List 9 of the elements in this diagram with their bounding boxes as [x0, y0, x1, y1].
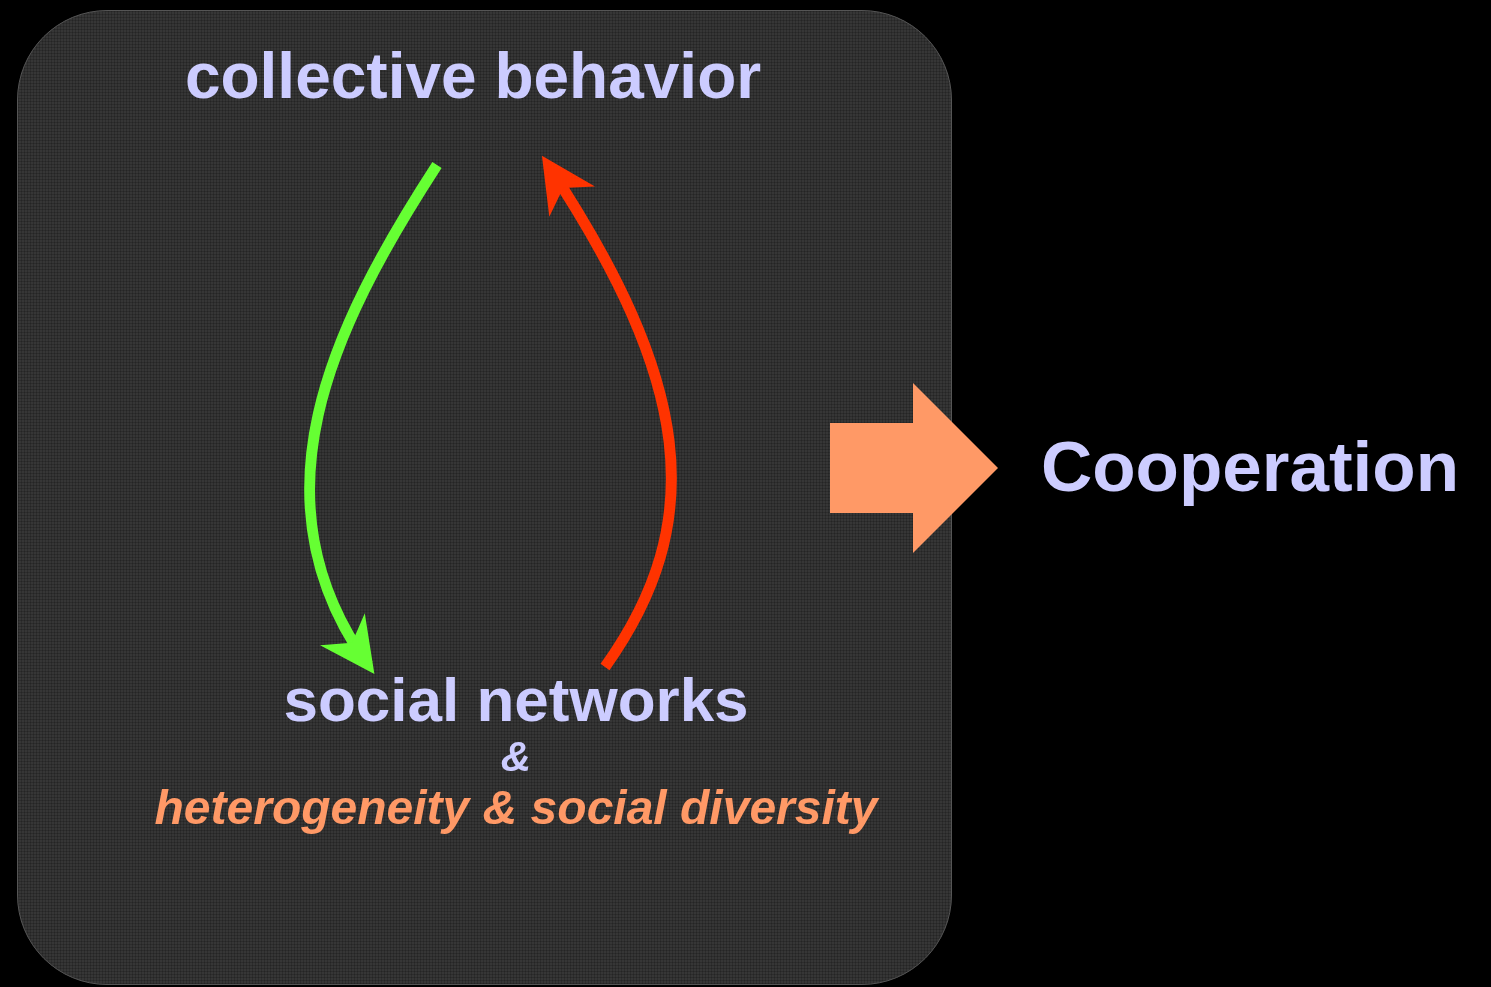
block-arrow	[830, 383, 998, 553]
subtitle-text: heterogeneity & social diversity	[154, 782, 878, 836]
heading-text: social networks	[283, 666, 749, 735]
heading-text: collective behavior	[184, 41, 762, 112]
rounded-panel	[17, 10, 952, 985]
heading-text: Cooperation	[1040, 428, 1460, 507]
subtitle-text: &	[500, 734, 532, 781]
curved-arrow	[304, 162, 442, 675]
curved-arrow	[542, 155, 677, 670]
